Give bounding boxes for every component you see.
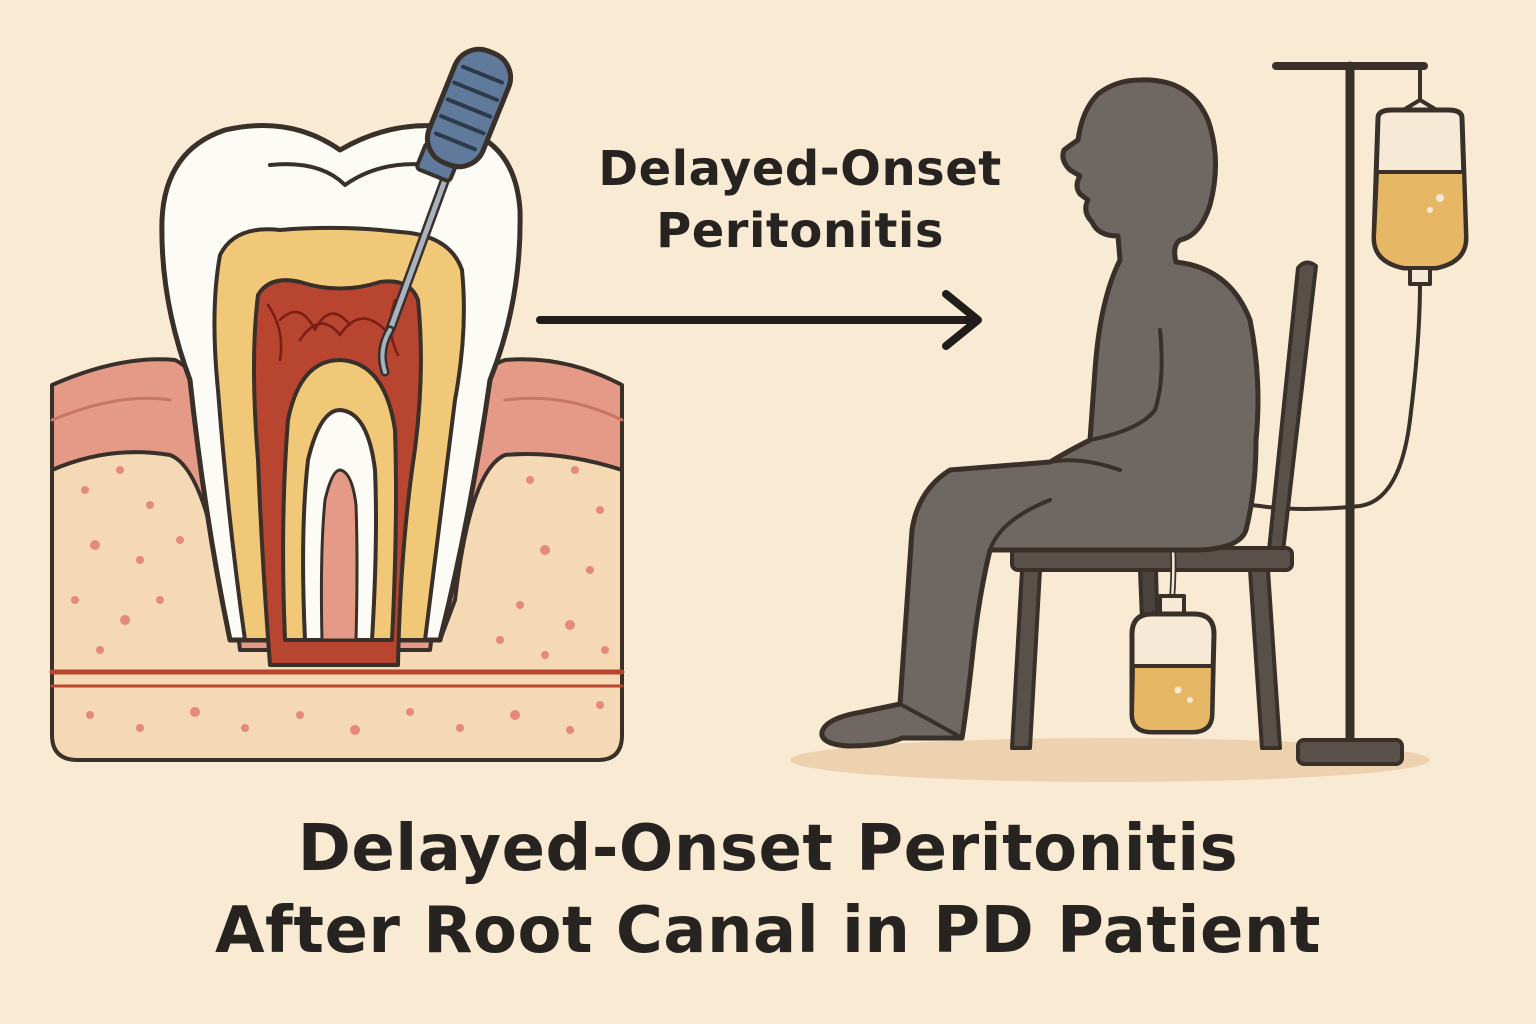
tooth-panel (49, 46, 625, 762)
endodontic-file-icon (377, 46, 514, 377)
arrow-label-line2: Peritonitis (656, 203, 944, 259)
patient-silhouette-icon (819, 77, 1261, 749)
title-line1: Delayed-Onset Peritonitis (297, 812, 1239, 886)
right-arrow-icon (536, 290, 982, 350)
bone-dots (71, 466, 609, 735)
dialysate-bag-icon (1371, 98, 1469, 286)
page-title: Delayed-Onset Peritonitis After Root Can… (100, 808, 1436, 972)
title-line2: After Root Canal in PD Patient (215, 894, 1321, 968)
arrow-label: Delayed-Onset Peritonitis (560, 138, 1040, 262)
arrow-label-line1: Delayed-Onset (598, 141, 1002, 197)
iv-stand-icon (1272, 61, 1428, 766)
patient-panel (790, 61, 1469, 782)
